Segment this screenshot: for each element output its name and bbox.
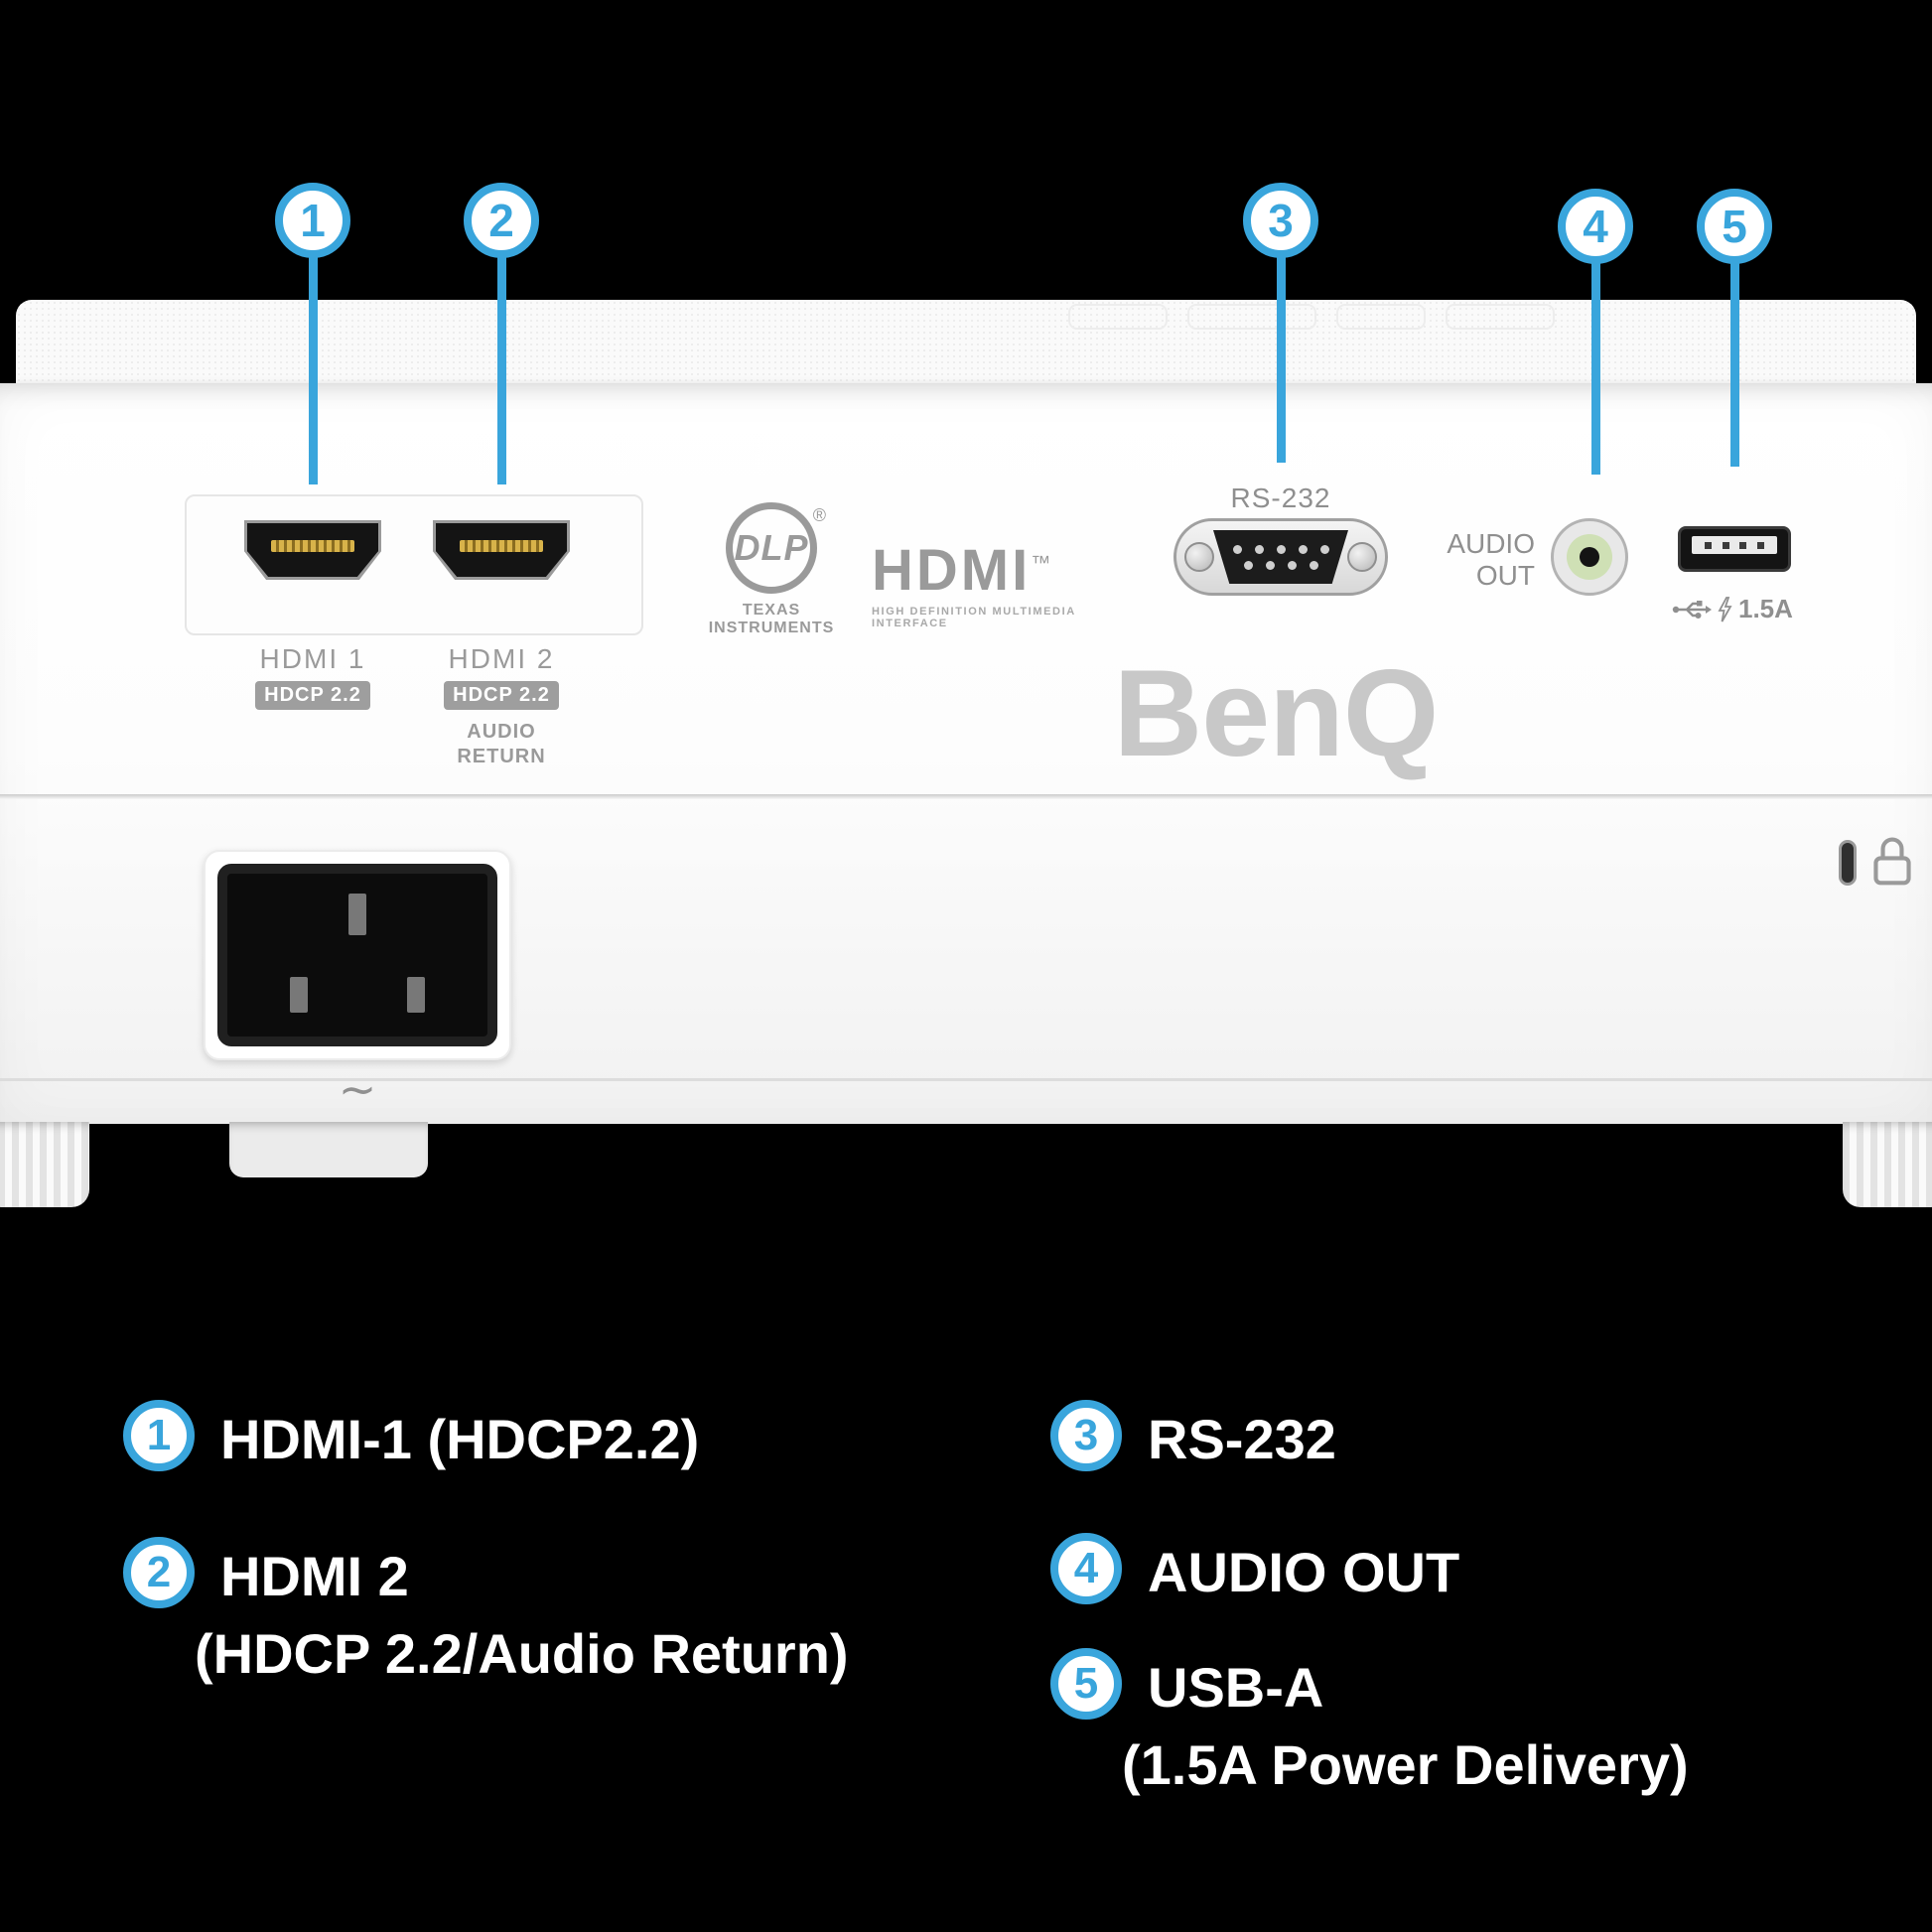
callout-3-line (1277, 254, 1286, 463)
rs232-label: RS-232 (1230, 483, 1331, 513)
hdmi2-contacts (459, 540, 544, 552)
callout-2: 2 (464, 183, 539, 258)
usb-amperage-label: 1.5A (1738, 594, 1793, 623)
top-control-outline (1187, 304, 1316, 330)
usb-a-port (1678, 526, 1791, 572)
callout-1: 1 (275, 183, 350, 258)
legend-line: HDMI 2 (220, 1545, 409, 1607)
dlp-registered-mark: ® (812, 505, 826, 525)
top-control-outline (1446, 304, 1555, 330)
legend-line: (1.5A Power Delivery) (1122, 1732, 1689, 1796)
hdmi2-port (433, 520, 570, 580)
hdmi2-label: HDMI 2 (448, 643, 555, 674)
usb-a-tongue (1692, 536, 1777, 554)
projector-top-edge (16, 300, 1916, 385)
legend-num-4: 4 (1050, 1533, 1122, 1604)
legend-line: USB-A (1148, 1656, 1324, 1719)
hdmi1-port-cavity (247, 523, 378, 577)
hdmi1-label-block: HDMI 1 HDCP 2.2 (238, 643, 387, 710)
top-control-outline (1336, 304, 1426, 330)
hdmi1-contacts (270, 540, 355, 552)
legend-text-3: RS-232 (1148, 1400, 1336, 1475)
ac-power-inlet-bezel (204, 850, 511, 1060)
legend-line: RS-232 (1148, 1408, 1336, 1470)
rs232-pin-row-top (1232, 544, 1329, 554)
legend-text-1: HDMI-1 (HDCP2.2) (220, 1400, 699, 1475)
lock-icon (1873, 837, 1911, 886)
callout-2-line (497, 254, 506, 484)
rs232-screw-right (1347, 542, 1377, 572)
power-pin-ground (348, 894, 366, 935)
legend-line: HDMI-1 (HDCP2.2) (220, 1408, 700, 1470)
power-pin-right (407, 977, 426, 1013)
legend-item-usb-a: 5 USB-A (1.5A Power Delivery) (1050, 1648, 1689, 1800)
audio-out-jack-hole (1580, 547, 1599, 567)
audio-out-jack (1551, 518, 1628, 596)
hdmi-logo-subtext: HIGH DEFINITION MULTIMEDIA INTERFACE (872, 606, 1076, 629)
usb-power-label-block: 1.5A (1672, 594, 1831, 624)
legend-text-2: HDMI 2 (HDCP 2.2/Audio Return) (195, 1537, 849, 1689)
hdmi-logo-text: HDMI (872, 538, 1032, 603)
projector-foot-left (0, 1122, 89, 1207)
legend-text-4: AUDIO OUT (1148, 1533, 1459, 1608)
legend-num-2: 2 (123, 1537, 195, 1608)
callout-5-line (1730, 260, 1739, 467)
hdmi1-port (244, 520, 381, 580)
hdmi-recess-panel (185, 494, 643, 635)
projector-foot-right (1843, 1122, 1932, 1207)
callout-5: 5 (1697, 189, 1772, 264)
benq-logo: BenQ (1113, 645, 1440, 782)
legend-item-hdmi2: 2 HDMI 2 (HDCP 2.2/Audio Return) (123, 1537, 849, 1689)
hdmi-logo: HDMI™ HIGH DEFINITION MULTIMEDIA INTERFA… (872, 542, 1150, 630)
hdmi1-hdcp-badge: HDCP 2.2 (255, 681, 370, 710)
callout-1-line (309, 254, 318, 484)
callout-4-line (1591, 260, 1600, 475)
ac-symbol: ∼ (338, 1062, 377, 1116)
rs232-screw-left (1184, 542, 1214, 572)
legend-num-1: 1 (123, 1400, 195, 1471)
hdmi2-hdcp-badge: HDCP 2.2 (444, 681, 559, 710)
legend-line: AUDIO OUT (1148, 1541, 1460, 1603)
rs232-port (1173, 518, 1388, 596)
panel-groove (0, 1078, 1932, 1081)
callout-3: 3 (1243, 183, 1318, 258)
projector-foot-center (229, 1122, 428, 1177)
hdmi2-port-cavity (436, 523, 567, 577)
power-pin-left (289, 977, 308, 1013)
legend-line: (HDCP 2.2/Audio Return) (195, 1621, 849, 1685)
hdmi-trademark: ™ (1031, 552, 1054, 575)
hdmi2-audio-return-label: AUDIO RETURN (457, 721, 546, 767)
callout-4: 4 (1558, 189, 1633, 264)
legend-item-audio-out: 4 AUDIO OUT (1050, 1533, 1459, 1608)
audio-out-label: AUDIO OUT (1447, 528, 1535, 592)
top-control-outline (1068, 304, 1168, 330)
dlp-logo-circle: DLP ® (726, 502, 826, 594)
ac-power-inlet (217, 864, 497, 1046)
rs232-pin-row-bottom (1243, 560, 1318, 570)
kensington-slot (1839, 840, 1857, 886)
dlp-logo-text: DLP (734, 527, 809, 568)
hdmi1-label: HDMI 1 (259, 643, 366, 674)
panel-seam (0, 794, 1932, 799)
usb-icon (1672, 600, 1712, 619)
legend-item-rs232: 3 RS-232 (1050, 1400, 1336, 1475)
legend-item-hdmi1: 1 HDMI-1 (HDCP2.2) (123, 1400, 699, 1475)
texas-instruments-label: TEXAS INSTRUMENTS (708, 602, 835, 636)
hdmi2-label-block: HDMI 2 HDCP 2.2 AUDIO RETURN (427, 643, 576, 769)
rs232-dsub (1213, 530, 1348, 584)
dlp-logo: DLP ® TEXAS INSTRUMENTS (687, 502, 856, 637)
legend-text-5: USB-A (1.5A Power Delivery) (1122, 1648, 1689, 1800)
lightning-icon (1718, 596, 1732, 621)
audio-out-jack-ring (1567, 534, 1612, 580)
legend-num-5: 5 (1050, 1648, 1122, 1720)
legend-num-3: 3 (1050, 1400, 1122, 1471)
